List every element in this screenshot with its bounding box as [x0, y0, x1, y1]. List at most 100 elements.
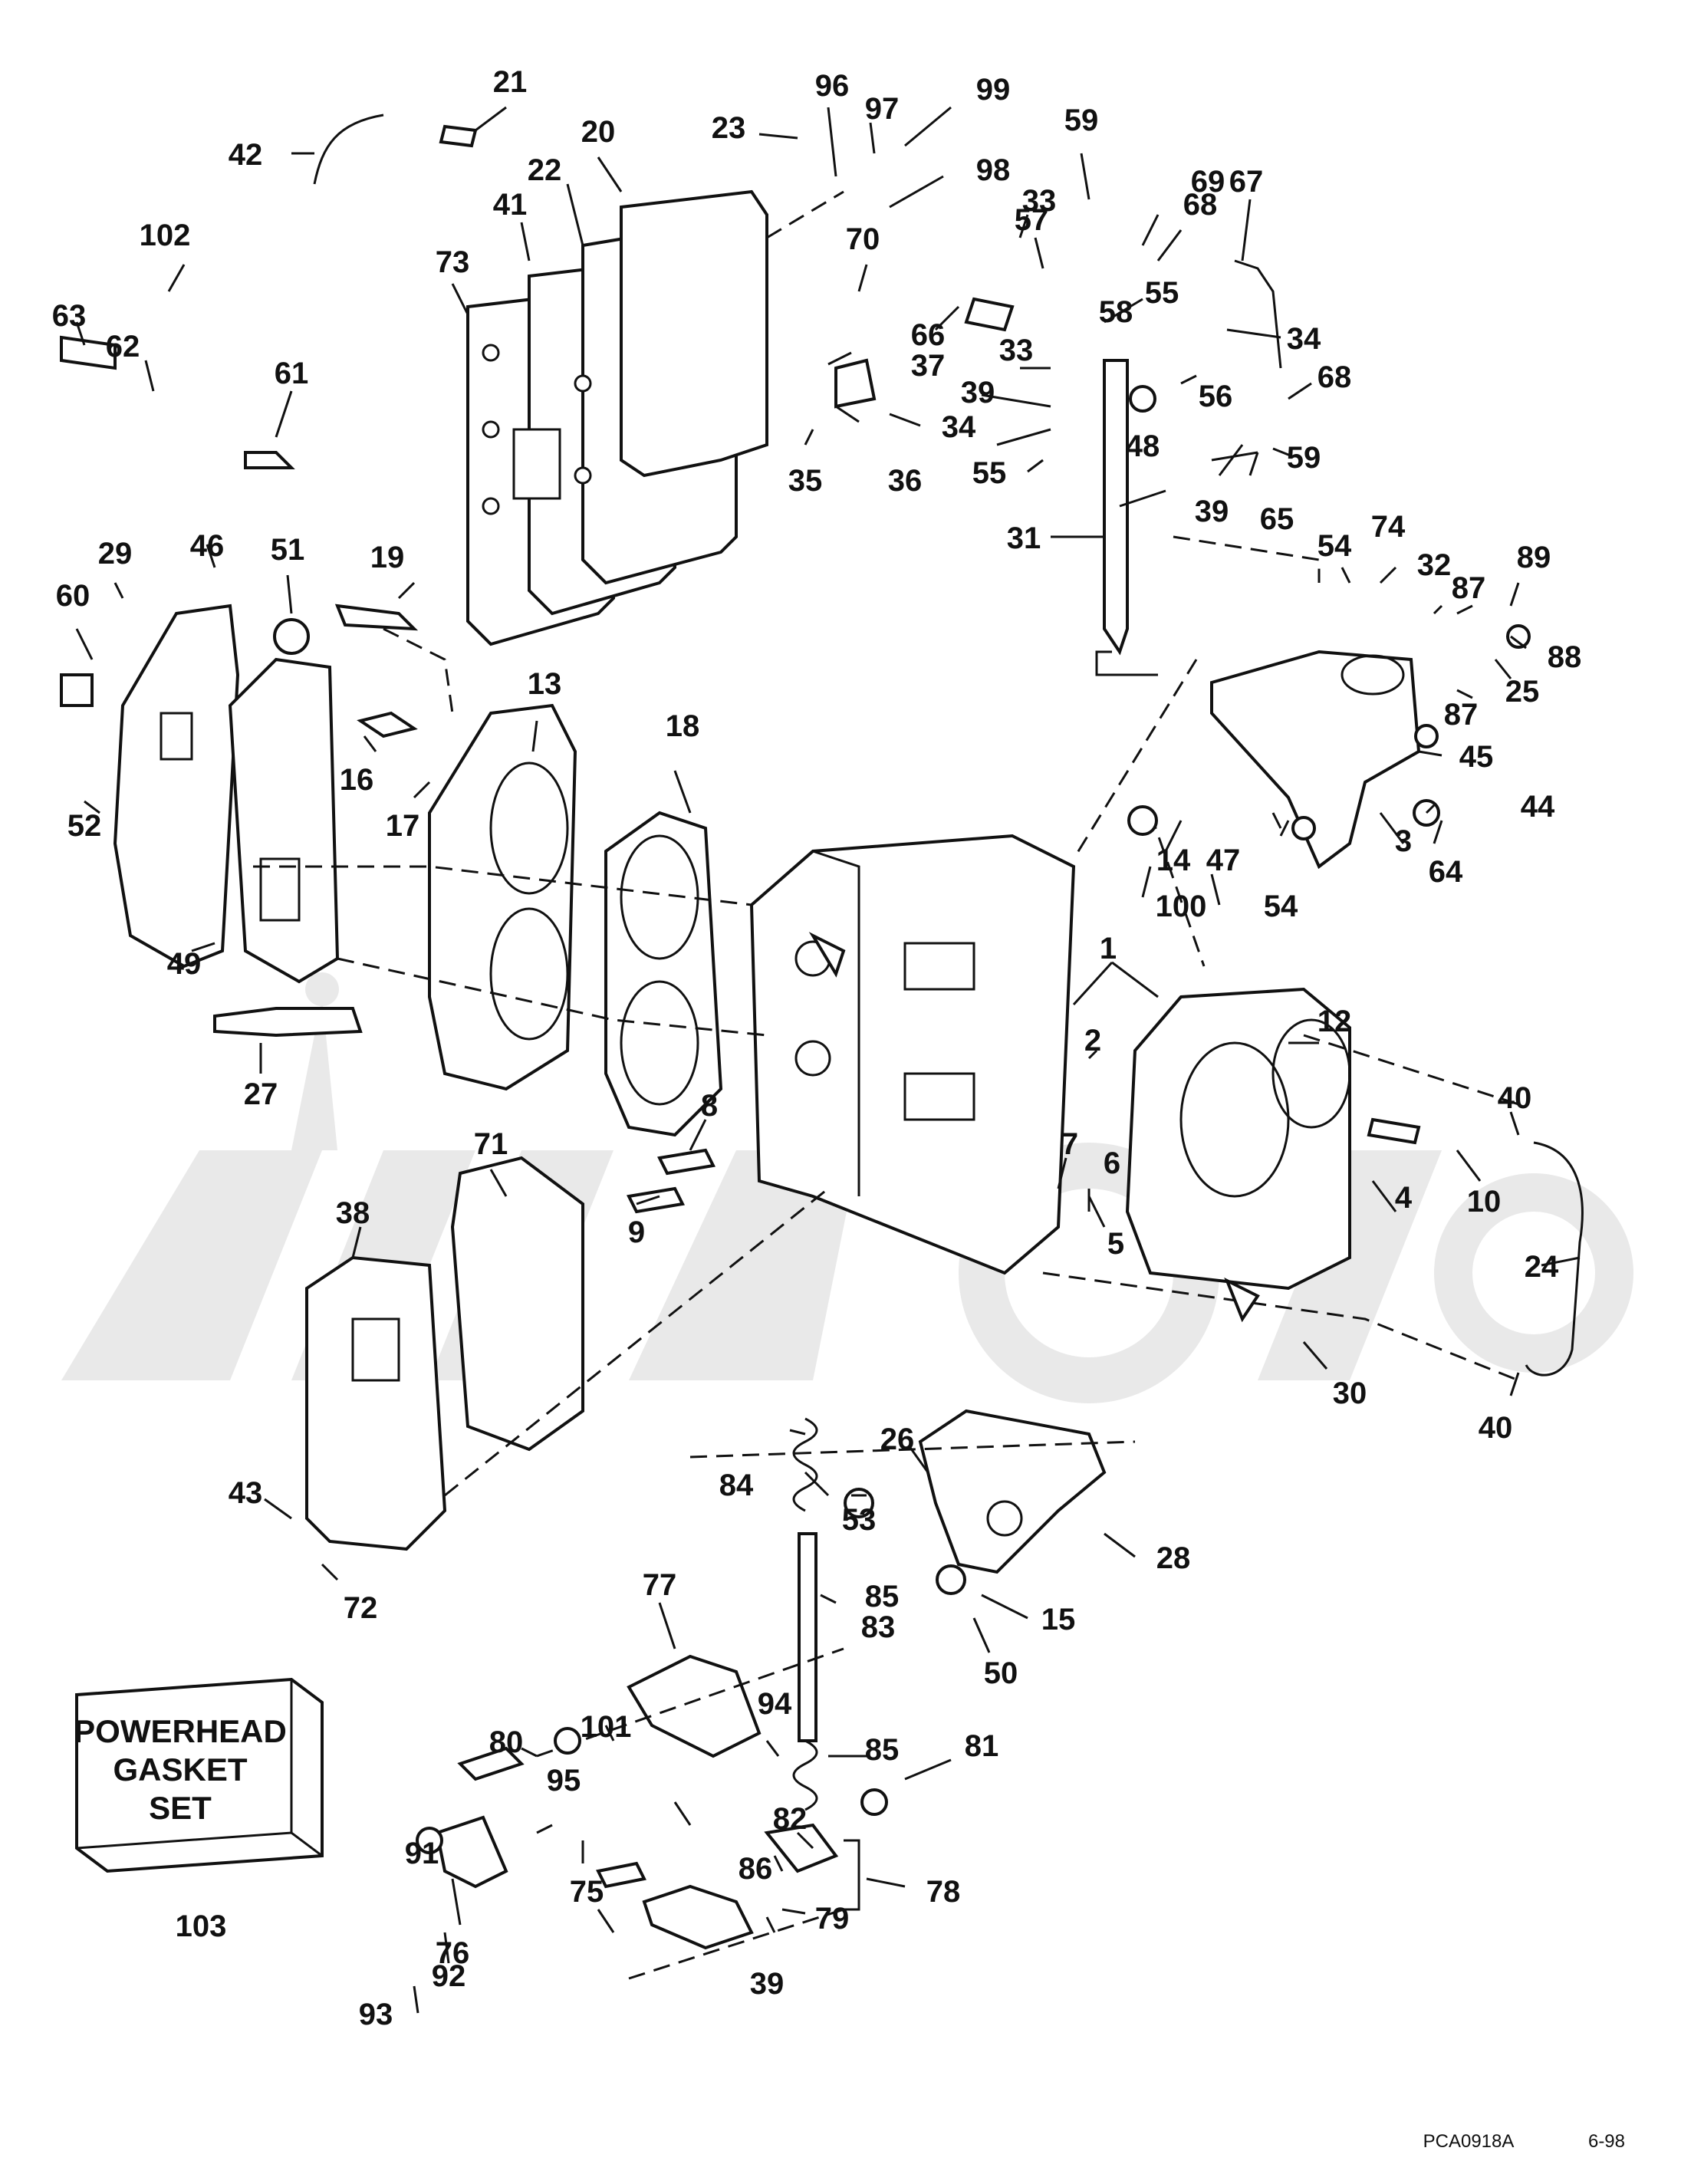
callout: 68 — [1317, 360, 1352, 394]
callout: 17 — [386, 809, 420, 843]
callout: 43 — [229, 1476, 263, 1510]
callout: 56 — [1199, 380, 1233, 413]
callout: 4 — [1395, 1181, 1413, 1215]
gasket-box-line3: SET — [149, 1790, 212, 1826]
callout: 12 — [1317, 1005, 1352, 1038]
callout: 39 — [750, 1967, 785, 2001]
crankcase — [1125, 987, 1351, 1291]
callout: 6 — [1104, 1146, 1120, 1180]
spark-plug — [213, 1007, 363, 1038]
callout: 39 — [961, 376, 995, 410]
callout: 10 — [1467, 1185, 1502, 1219]
callout: 84 — [719, 1469, 754, 1502]
callout: 87 — [1452, 571, 1486, 605]
callout: 102 — [140, 219, 191, 252]
callout: 97 — [865, 92, 900, 126]
callout: 28 — [1156, 1541, 1191, 1575]
callout: 61 — [275, 357, 309, 390]
callout: 15 — [1041, 1603, 1076, 1636]
callout: 93 — [359, 1998, 393, 2031]
callout: 96 — [815, 69, 850, 103]
callout: 52 — [67, 809, 102, 843]
callout: 44 — [1521, 790, 1555, 824]
throttle-linkage-parts — [435, 1654, 860, 1950]
callout: 7 — [1061, 1127, 1078, 1161]
callout: 89 — [1517, 541, 1551, 574]
callout: 62 — [106, 330, 140, 363]
callout: 25 — [1505, 675, 1540, 709]
callout: 20 — [581, 115, 616, 149]
callout: 38 — [336, 1196, 370, 1230]
callout: 85 — [865, 1580, 900, 1613]
callout: 34 — [1287, 322, 1321, 356]
callout: 101 — [581, 1710, 632, 1744]
callout: 94 — [758, 1687, 792, 1721]
callout: 85 — [865, 1733, 900, 1767]
callout: 55 — [972, 456, 1007, 490]
hoses — [313, 113, 1584, 1377]
callout: 5 — [1107, 1227, 1124, 1261]
callout: 40 — [1479, 1411, 1513, 1445]
callout: 31 — [1007, 521, 1041, 555]
callout: 23 — [712, 111, 746, 145]
callout: 80 — [489, 1725, 524, 1759]
callout: 14 — [1156, 844, 1191, 877]
callout: 29 — [98, 537, 133, 571]
callout: 63 — [52, 299, 87, 333]
callout: 59 — [1064, 104, 1099, 137]
callout: 67 — [1229, 165, 1264, 199]
callout: 99 — [976, 73, 1011, 107]
callout: 82 — [773, 1802, 808, 1836]
intake-cover — [305, 1156, 584, 1551]
callout: 27 — [244, 1077, 278, 1111]
callout: 45 — [1459, 740, 1494, 774]
callout: 13 — [528, 667, 562, 701]
callout: 78 — [926, 1875, 961, 1909]
callout: 21 — [493, 65, 528, 99]
callout: 37 — [911, 349, 946, 383]
callout: 18 — [666, 709, 700, 743]
callout: 79 — [815, 1902, 850, 1936]
callout: 47 — [1206, 844, 1241, 877]
figure-date-text: 6-98 — [1588, 2131, 1625, 2152]
exhaust-plate-left — [113, 604, 340, 984]
callout: 39 — [1195, 495, 1229, 528]
callout: 72 — [344, 1591, 378, 1625]
callout: 65 — [1260, 502, 1294, 536]
throttle-shaft — [1095, 359, 1166, 676]
figure-code-text: PCA0918A — [1423, 2131, 1515, 2152]
callout: 26 — [880, 1423, 915, 1456]
callout: 46 — [190, 529, 225, 563]
dowel-sleeves — [627, 1117, 1421, 1214]
callout: 69 — [1191, 165, 1225, 199]
callout: 55 — [1145, 276, 1179, 310]
callout: 59 — [1287, 441, 1321, 475]
callout: 68 — [1183, 188, 1218, 222]
callout: 75 — [570, 1875, 604, 1909]
callout: 87 — [1444, 698, 1479, 732]
callout: 3 — [1395, 824, 1412, 858]
callout: 73 — [436, 245, 470, 279]
callout-numbers: 1 2 3 4 5 6 7 8 9 10 12 13 14 15 16 17 1… — [52, 65, 1582, 2031]
gasket-box-line2: GASKET — [113, 1751, 247, 1788]
callout: 35 — [788, 464, 823, 498]
callout: 16 — [340, 763, 374, 797]
callout: 42 — [229, 138, 263, 172]
callout: 1 — [1100, 932, 1117, 965]
exhaust-cover-gaskets — [466, 189, 768, 646]
callout: 95 — [547, 1764, 581, 1798]
callout: 74 — [1371, 510, 1406, 544]
leader-lines — [75, 106, 1581, 2014]
callout: 50 — [984, 1656, 1018, 1690]
callout: 57 — [1015, 203, 1049, 237]
spring-shaft — [792, 1417, 818, 1811]
callout: 66 — [911, 318, 946, 352]
cylinder-head — [428, 703, 577, 1091]
callout: 30 — [1333, 1377, 1367, 1410]
callout: 98 — [976, 153, 1011, 187]
callout: 22 — [528, 153, 562, 187]
callout: 103 — [176, 1909, 227, 1943]
callout: 41 — [493, 188, 528, 222]
callout: 77 — [643, 1568, 677, 1602]
callout: 91 — [405, 1837, 439, 1870]
